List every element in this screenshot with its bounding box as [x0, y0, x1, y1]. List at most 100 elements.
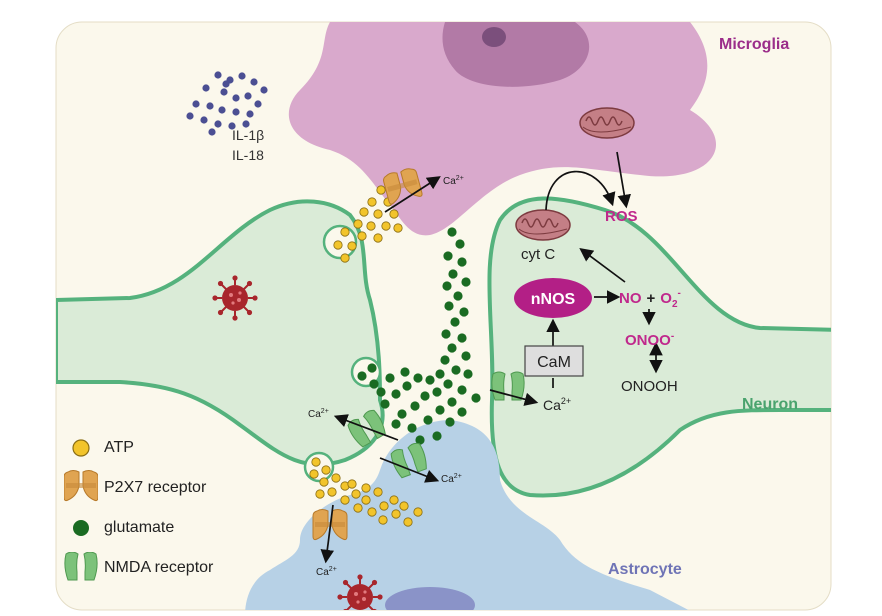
- glutamate-dot: [447, 343, 457, 353]
- ca-superscript: 2+: [329, 566, 337, 573]
- atp-dot: [353, 219, 363, 229]
- glutamate-dot: [391, 419, 401, 429]
- no-label: NO+O2-: [619, 288, 681, 310]
- atp-dot: [373, 209, 383, 219]
- glutamate-dot: [432, 431, 442, 441]
- glutamate-dot: [410, 401, 420, 411]
- glutamate-dot: [357, 371, 367, 381]
- glutamate-dot: [400, 367, 410, 377]
- microglia-label: Microglia: [719, 36, 789, 53]
- arrow-no-to-cytc: [579, 247, 626, 283]
- atp-dot: [393, 223, 403, 233]
- cytokine-dot: [200, 116, 208, 124]
- ca-text: Ca: [316, 567, 329, 578]
- atp-dot: [373, 487, 383, 497]
- atp-dot-icon: [64, 431, 98, 465]
- atp-dot: [347, 241, 357, 251]
- atp-dot: [353, 503, 363, 513]
- glutamate-dot: [451, 365, 461, 375]
- glutamate-dot: [420, 391, 430, 401]
- glutamate-dot: [369, 379, 379, 389]
- cytokine-dot: [208, 128, 216, 136]
- neuron-presynaptic: [56, 199, 385, 467]
- glutamate-dot: [455, 239, 465, 249]
- arrows: [320, 151, 663, 564]
- atp-dot: [376, 185, 386, 195]
- microglia-nucleolus: [482, 27, 506, 47]
- glutamate-dot: [415, 435, 425, 445]
- cytokine-dot: [214, 71, 222, 79]
- atp-dot: [351, 489, 361, 499]
- o2-superscript: -: [678, 288, 681, 299]
- cytokine-dot: [238, 72, 246, 80]
- glutamate-dot: [407, 423, 417, 433]
- glutamate-dot: [447, 397, 457, 407]
- glutamate-dot: [425, 375, 435, 385]
- glutamate-dot: [435, 369, 445, 379]
- atp-dot: [340, 227, 350, 237]
- cytokine-label-il1b: IL-1β: [232, 127, 264, 143]
- glutamate-dot: [457, 385, 467, 395]
- plus-text: +: [647, 290, 656, 307]
- atp-dot: [373, 233, 383, 243]
- cytokine-dot: [246, 110, 254, 118]
- cytokine-dot: [206, 102, 214, 110]
- ca-label-nmda-right: Ca2+: [441, 473, 462, 485]
- ca-superscript: 2+: [321, 408, 329, 415]
- atp-dot: [389, 209, 399, 219]
- cytokine-dot: [218, 106, 226, 114]
- cytokine-dot: [202, 84, 210, 92]
- atp-dot: [391, 509, 401, 519]
- glutamate-dot-icon: [64, 511, 98, 545]
- cytokine-dot: [254, 100, 262, 108]
- glutamate-dot: [391, 389, 401, 399]
- atp-dot: [413, 507, 423, 517]
- atp-dot: [347, 479, 357, 489]
- atp-dot: [381, 221, 391, 231]
- ca-superscript: 2+: [456, 175, 464, 182]
- ca-text: Ca: [308, 409, 321, 420]
- cytokine-dot: [232, 108, 240, 116]
- arrow-ca-nmda-post: [489, 389, 539, 406]
- atp-dot: [321, 465, 331, 475]
- atp-dot: [327, 487, 337, 497]
- glutamate-cluster: [357, 227, 481, 445]
- onoo-text: ONOO: [625, 332, 671, 349]
- atp-dot: [378, 515, 388, 525]
- nnos-label: nNOS: [531, 291, 576, 308]
- glutamate-dot: [385, 373, 395, 383]
- glutamate-dot: [423, 415, 433, 425]
- cam-label: CaM: [537, 354, 571, 371]
- atp-dot: [331, 473, 341, 483]
- atp-dot: [309, 469, 319, 479]
- glutamate-dot: [367, 363, 377, 373]
- mitochondrion-icon: [515, 209, 571, 241]
- glutamate-dot: [444, 301, 454, 311]
- cytokine-dot: [186, 112, 194, 120]
- p2x7-receptor-icon: [64, 470, 98, 505]
- cytokine-dot: [222, 80, 230, 88]
- glutamate-dot: [471, 393, 481, 403]
- cytokine-dot: [250, 78, 258, 86]
- glutamate-dot: [457, 407, 467, 417]
- astrocyte-label: Astrocyte: [608, 561, 682, 578]
- glutamate-dot: [450, 317, 460, 327]
- glutamate-dot: [397, 409, 407, 419]
- legend-label: ATP: [104, 439, 134, 456]
- atp-dot: [333, 240, 343, 250]
- onoo-superscript: -: [671, 331, 674, 342]
- o2-text: O: [660, 290, 672, 307]
- nmda-receptor-icon: [64, 551, 98, 585]
- virus-icon: [211, 274, 259, 322]
- glutamate-dot: [443, 379, 453, 389]
- nnos-node: [514, 278, 592, 318]
- glutamate-dot: [380, 399, 390, 409]
- arrow-mito-to-ros: [616, 151, 631, 209]
- glutamate-dot: [461, 351, 471, 361]
- arrow-ca-nmda-right: [379, 457, 440, 483]
- cytokine-dot: [244, 92, 252, 100]
- atp-dot: [315, 489, 325, 499]
- cam-box: [524, 345, 584, 377]
- microglia-nucleus: [442, 22, 590, 87]
